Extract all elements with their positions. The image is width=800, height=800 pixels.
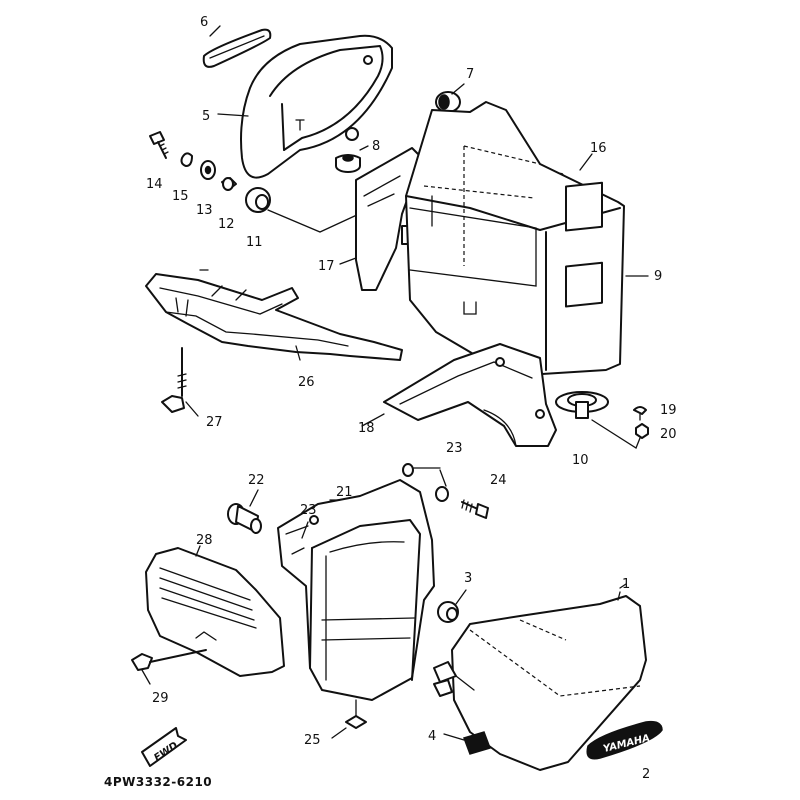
callout-4: 4 [428,729,436,744]
callout-29: 29 [152,691,169,706]
callout-22: 22 [248,473,265,488]
callout-20: 20 [660,427,677,442]
callout-2: 2 [642,767,650,782]
part-19-screw [633,406,647,421]
callout-23-lower: 23 [300,503,317,518]
callout-24: 24 [490,473,507,488]
part-10-damper [555,391,641,449]
part-3-grommet [437,589,467,623]
part-18-lower-bracket [383,343,557,447]
fwd-arrow-icon: FWD [141,727,187,767]
part-26-under-tray [145,273,403,361]
callout-13: 13 [196,203,213,218]
callout-15: 15 [172,189,189,204]
callout-3: 3 [464,571,472,586]
part-11-grommet [245,187,373,233]
part-6-gasket-strip [202,28,272,68]
part-4-clips [433,661,491,755]
part-20-nut [635,423,649,439]
part-8-grommet [335,145,369,173]
callout-8: 8 [372,139,380,154]
part-25-screw [331,699,367,739]
callout-1: 1 [622,577,630,592]
callout-7: 7 [466,67,474,82]
callout-25: 25 [304,733,321,748]
part-12-collar [221,177,237,191]
part-15-washer [180,152,193,167]
part-27-bolt [161,347,199,417]
diagram-code: 4PW3332-6210 [104,775,212,789]
callout-6: 6 [200,15,208,30]
part-7-grommet [435,83,465,113]
part-21-side-box [277,479,435,701]
part-5-upper-cover [240,34,393,179]
callout-10: 10 [572,453,589,468]
part-24-bolt [461,499,489,519]
callout-17: 17 [318,259,335,274]
part-9-main-box [405,101,649,377]
part-22-bolt [227,503,262,534]
part-28-side-panel [145,547,285,677]
leader-lines [195,25,627,601]
part-13-washer [200,160,216,180]
callout-14: 14 [146,177,163,192]
part-14-bolt [149,131,169,159]
callout-5: 5 [202,109,210,124]
callout-27: 27 [206,415,223,430]
callout-16: 16 [590,141,607,156]
callout-23-upper: 23 [446,441,463,456]
callout-11: 11 [246,235,263,250]
callout-9: 9 [654,269,662,284]
callout-21: 21 [336,485,353,500]
part-29-bolt [131,649,207,685]
callout-26: 26 [298,375,315,390]
callout-28: 28 [196,533,213,548]
callout-labels: 1 2 3 4 5 6 7 8 9 10 11 12 13 14 15 16 1… [146,15,677,782]
callout-18: 18 [358,421,375,436]
callout-19: 19 [660,403,677,418]
callout-12: 12 [218,217,235,232]
